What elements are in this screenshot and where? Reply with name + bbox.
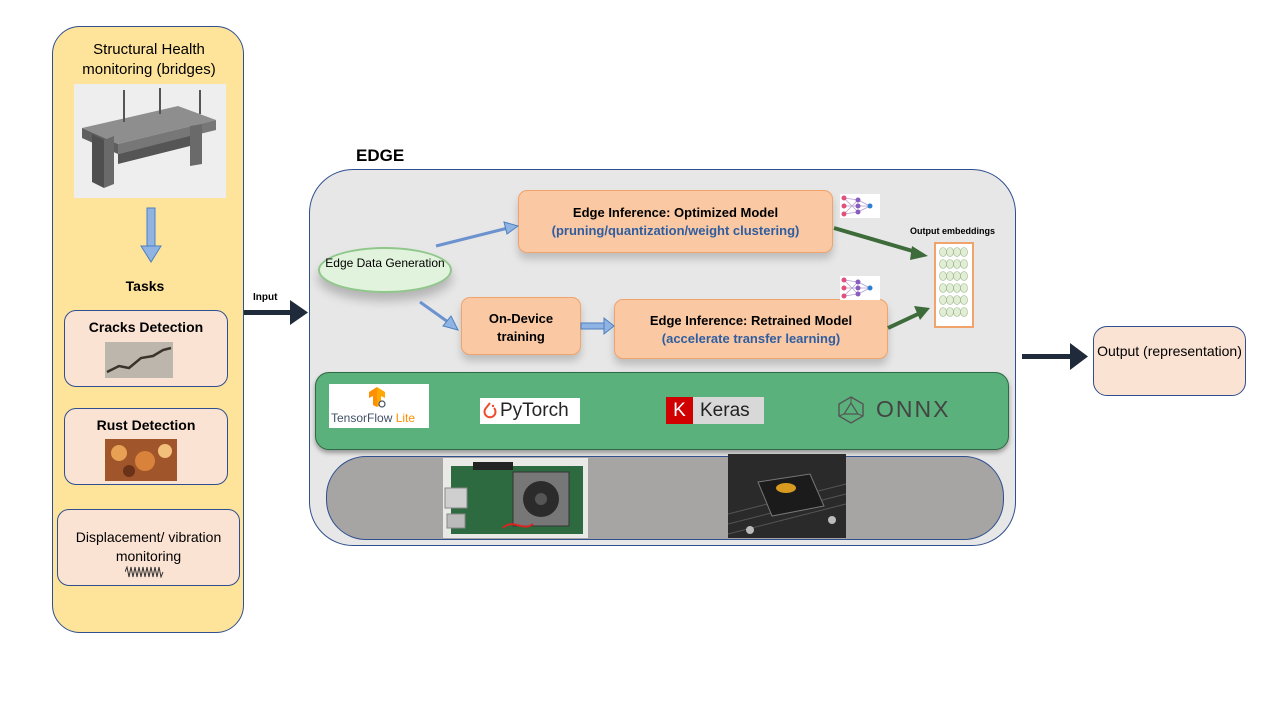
retrained-model-title: Edge Inference: Retrained Model — [649, 313, 853, 328]
tensorflow-text: TensorFlow — [331, 411, 393, 425]
coral-dev-board-image — [443, 458, 588, 538]
output-box: Output (representation) — [1093, 326, 1246, 396]
task-label: Rust Detection — [96, 417, 196, 433]
frameworks-band — [315, 372, 1009, 450]
task-cracks-detection: Cracks Detection — [64, 310, 228, 387]
arrow-head-icon — [503, 221, 520, 235]
retrained-model-subtitle: (accelerate transfer learning) — [661, 331, 841, 346]
on-device-training-box: On-Device training — [461, 297, 581, 355]
tasks-label: Tasks — [125, 278, 165, 294]
lite-text: Lite — [395, 411, 416, 425]
edge-label: EDGE — [356, 146, 405, 165]
neural-network-icon — [840, 276, 880, 300]
optimized-model-title: Edge Inference: Optimized Model — [572, 205, 779, 220]
input-label: Input — [253, 292, 278, 303]
use-case-title: Structural Health monitoring (bridges) — [82, 41, 216, 78]
keras-logo: K Keras — [666, 397, 764, 424]
task-label: Displacement/ vibration monitoring — [75, 529, 222, 564]
optimized-model-box: Edge Inference: Optimized Model (pruning… — [518, 190, 833, 253]
arrow-to-optimized — [435, 226, 509, 248]
vibration-signal-icon — [125, 566, 164, 578]
tensorflow-icon — [369, 387, 386, 408]
tensorflow-lite-logo: TensorFlow Lite — [329, 384, 429, 428]
arrow-to-training — [419, 300, 449, 324]
pytorch-text: PyTorch — [500, 400, 569, 421]
crack-image — [105, 342, 173, 378]
arrow-head-icon — [914, 306, 930, 320]
task-displacement-monitoring: Displacement/ vibration monitoring — [57, 509, 240, 586]
rust-image — [105, 439, 177, 481]
down-arrow-icon — [140, 207, 162, 263]
keras-k-icon: K — [666, 397, 693, 424]
inference-chip-image — [728, 454, 846, 538]
onnx-text: ONNX — [876, 396, 951, 422]
edge-data-generation: Edge Data Generation — [318, 247, 452, 293]
pytorch-flame-icon — [483, 402, 497, 419]
arrow-retrained-to-embeddings — [887, 312, 919, 330]
on-device-training-label: On-Device training — [488, 311, 554, 344]
bridge-image — [74, 84, 226, 198]
retrained-model-box: Edge Inference: Retrained Model (acceler… — [614, 299, 888, 359]
arrow-head-icon — [442, 315, 459, 331]
neural-network-icon — [840, 194, 880, 218]
task-label: Cracks Detection — [88, 319, 204, 335]
task-rust-detection: Rust Detection — [64, 408, 228, 485]
hardware-band — [326, 456, 1004, 540]
onnx-icosahedron-icon — [838, 396, 864, 424]
arrow-to-retrained — [580, 322, 606, 330]
arrow-head-icon — [910, 246, 928, 260]
onnx-logo: ONNX — [836, 394, 956, 426]
input-arrow-icon — [244, 300, 308, 325]
output-embeddings-label: Output embeddings — [910, 226, 995, 236]
arrow-head-icon — [603, 316, 615, 336]
arrow-optimized-to-embeddings — [833, 226, 917, 254]
embedding-grid — [934, 242, 974, 328]
optimized-model-subtitle: (pruning/quantization/weight clustering) — [551, 223, 800, 238]
output-arrow-icon — [1022, 343, 1088, 370]
pytorch-logo: PyTorch — [480, 398, 580, 424]
keras-text: Keras — [700, 400, 750, 421]
